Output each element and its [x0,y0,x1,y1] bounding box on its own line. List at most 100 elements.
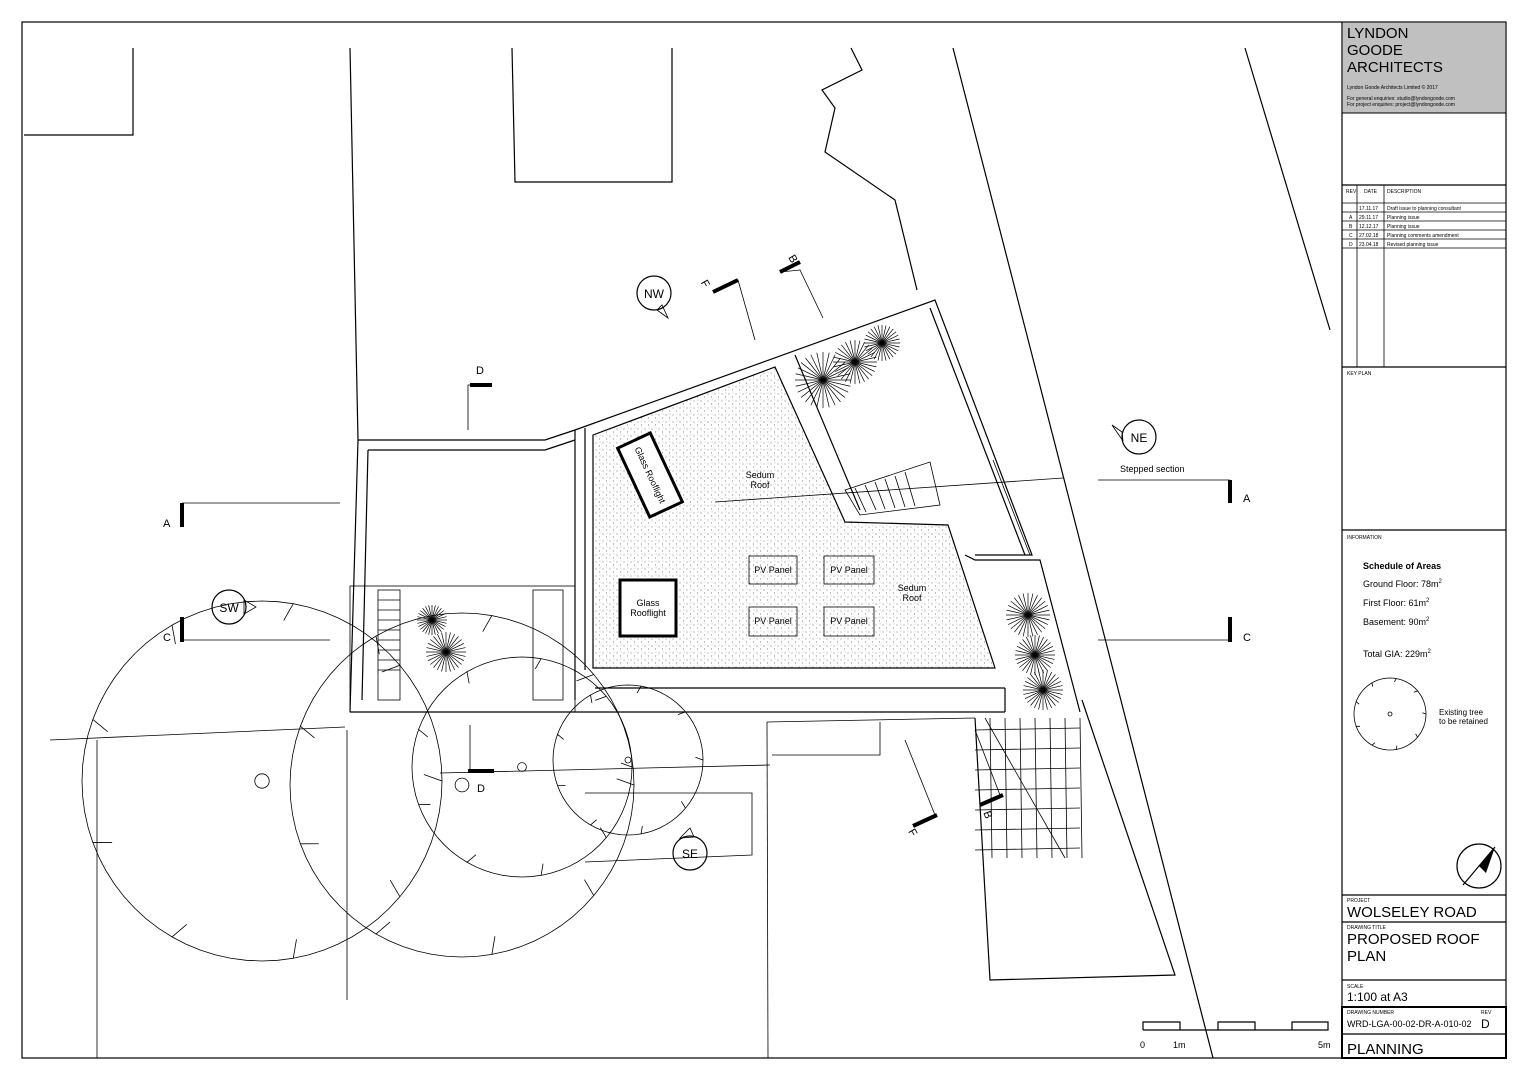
svg-text:5m: 5m [1318,1040,1331,1050]
shrub-stroke [1022,593,1029,616]
svg-text:PV Panel: PV Panel [830,616,868,626]
shrub-stroke [810,379,824,406]
svg-text:A: A [1349,215,1353,221]
shrub-stroke [445,651,455,671]
svg-text:Planning issue: Planning issue [1387,215,1420,221]
section-marker-c: C C [163,617,1251,644]
shrub-stroke [1027,689,1044,703]
existing-trees [81,600,704,962]
svg-text:Draft issue to planning consul: Draft issue to planning consultant [1387,206,1462,212]
shrub-stroke [1027,597,1042,616]
svg-text:NW: NW [644,287,665,301]
shrub-stroke [837,361,856,376]
pv-panels: PV Panel PV Panel PV Panel PV Panel [748,555,875,637]
svg-text:D: D [476,365,484,377]
shrub-stroke [1008,614,1029,625]
svg-text:DRAWING TITLE: DRAWING TITLE [1347,925,1387,931]
svg-text:Planning comments amendment: Planning comments amendment [1387,233,1459,239]
shrub-stroke [1027,609,1050,616]
shrub-stroke [1024,681,1044,691]
svg-text:SCALE: SCALE [1347,984,1364,990]
svg-text:DESCRIPTION: DESCRIPTION [1387,189,1422,195]
shrub-stroke [877,325,883,344]
shrub-stroke [431,608,442,621]
shrub-stroke [425,619,433,634]
shrub-stroke [1016,654,1036,664]
svg-text:17.11.17: 17.11.17 [1359,206,1378,212]
shrub-stroke [431,610,444,621]
shrub-stroke [1042,674,1056,691]
shrub-stroke [822,379,849,393]
shrub-stroke [873,326,883,344]
shrub-stroke [1034,650,1055,656]
shrub-stroke [881,334,899,344]
shrub-stroke [810,354,824,381]
svg-text:D: D [1481,1017,1490,1031]
shrub-stroke [854,361,869,380]
svg-text:F: F [698,278,712,290]
shrub-stroke [1030,654,1036,675]
shrub-stroke [441,651,447,672]
shrub-stroke [1034,654,1055,660]
shrub-stroke [431,605,436,621]
shrub-stroke [1034,654,1051,668]
svg-text:12.12.17: 12.12.17 [1359,224,1379,230]
view-marker-nw: NW [636,275,672,320]
shrub-stroke [445,633,455,653]
shrub-stroke [822,354,836,381]
shrub-stroke [445,636,459,653]
shrub-stroke [1038,689,1044,710]
shrub-stroke [418,613,433,621]
shrub-stroke [854,356,877,363]
shrub-stroke [426,651,447,657]
shrub-stroke [822,367,849,381]
shrub-stroke [1027,614,1034,637]
shrub-stroke [425,606,433,621]
shrub-stroke [870,342,883,358]
shrub-stroke [1042,671,1052,691]
shrub-stroke [854,348,873,363]
shrub-stroke [881,342,891,360]
tree-canopy [411,656,633,878]
shrub-stroke [431,616,447,621]
shrub-stroke [1030,674,1044,691]
svg-text:WOLSELEY ROAD: WOLSELEY ROAD [1347,904,1477,921]
shrub-stroke [1034,635,1040,656]
shrub-stroke [1042,689,1052,709]
tree-canopy [289,612,635,958]
svg-text:PV Panel: PV Panel [830,565,868,575]
svg-text:WRD-LGA-00-02-DR-A-010-02: WRD-LGA-00-02-DR-A-010-02 [1347,1019,1472,1029]
shrub-stroke [1010,614,1029,629]
shrub-stroke [881,326,891,344]
shrub-stroke [867,331,883,344]
view-marker-sw: SW [211,589,257,625]
shrub-stroke [437,651,447,671]
shrub-stroke [1019,654,1036,668]
svg-text:B: B [980,809,994,820]
shrub-stroke [422,619,433,632]
glass-rooflight-rotated: Glass Rooflight [615,430,685,520]
svg-text:B: B [1349,224,1353,230]
svg-text:SW: SW [219,601,239,615]
svg-text:PV Panel: PV Panel [754,616,792,626]
shrub-stroke [427,643,447,653]
shrub-stroke [417,616,433,621]
shrub-stroke [1015,650,1036,656]
shrub-stroke [835,361,856,372]
information-panel: INFORMATION Schedule of Areas Ground Flo… [1347,535,1488,726]
shrub-stroke [1022,614,1029,637]
pergola [974,717,1083,859]
svg-text:REV: REV [1481,1010,1492,1016]
shrub-stroke [1042,689,1063,695]
project-block: PROJECT WOLSELEY ROAD DRAWING TITLE PROP… [1347,898,1492,1058]
shrub-stroke [431,613,446,621]
shrub-stroke [437,633,447,653]
shrub-stroke [1010,601,1029,616]
shrub-stroke [1008,605,1029,616]
shrub-stroke [1038,670,1044,691]
